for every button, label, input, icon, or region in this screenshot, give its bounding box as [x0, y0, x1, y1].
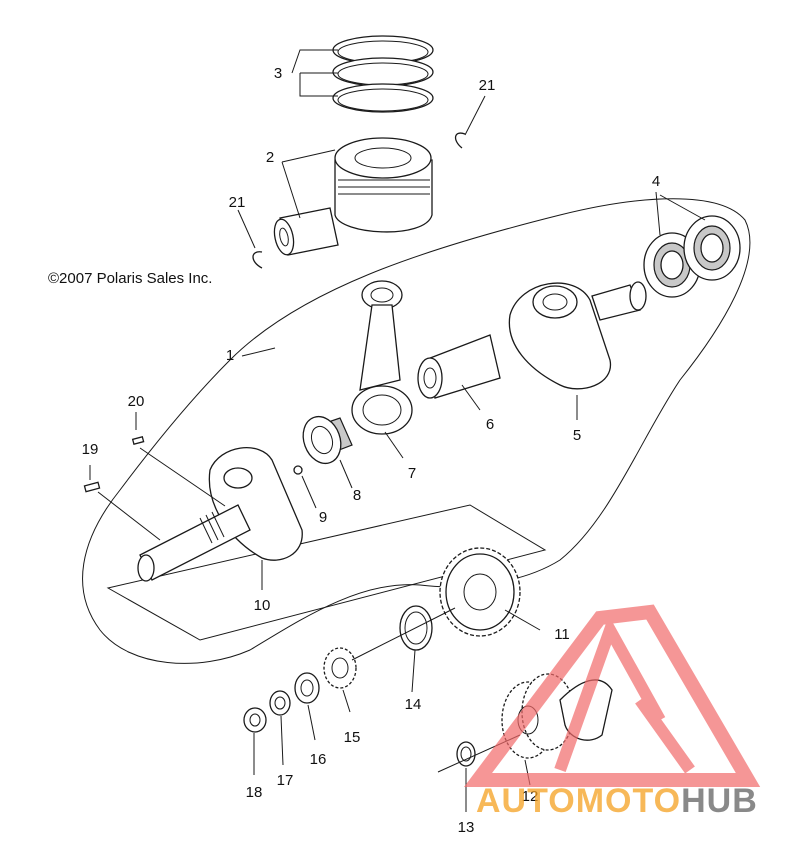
assembly-outline: [82, 198, 751, 664]
watermark-moto: MOTO: [576, 782, 681, 820]
piston-pin: [273, 207, 339, 256]
callout-16: 16: [310, 751, 327, 768]
callout-19: 19: [82, 441, 99, 458]
crankshaft-left: [137, 447, 303, 582]
callout-labels: 1 2 3 4 5 6 7 8 9 10 11 12 13 14 15 16 1…: [82, 65, 661, 836]
callout-21-lower: 21: [229, 194, 246, 211]
connecting-rod: [351, 280, 413, 435]
piston: [334, 137, 433, 233]
callout-4: 4: [652, 173, 660, 190]
lock-washer: [269, 690, 291, 716]
main-bearings: [643, 215, 741, 298]
watermark-triangle-icon: [463, 604, 761, 787]
circlip-upper: [454, 132, 466, 149]
circlip-lower: [252, 251, 263, 269]
callout-15: 15: [344, 729, 361, 746]
watermark-logo: [463, 604, 761, 787]
callout-21-upper: 21: [479, 77, 496, 94]
leader-lines: [89, 49, 706, 812]
sprocket: [323, 647, 357, 689]
callout-17: 17: [277, 772, 294, 789]
callout-20: 20: [128, 393, 145, 410]
flange-nut: [294, 672, 320, 704]
axis-line-gear: [351, 607, 456, 661]
callout-10: 10: [254, 597, 271, 614]
callout-2: 2: [266, 149, 274, 166]
callout-9: 9: [319, 509, 327, 526]
snap-ring: [456, 741, 476, 767]
callout-3: 3: [274, 65, 282, 82]
callout-1: 1: [226, 347, 234, 364]
piston-rings: [332, 35, 434, 113]
callout-6: 6: [486, 416, 494, 433]
callout-7: 7: [408, 465, 416, 482]
watermark-hub: HUB: [681, 782, 758, 820]
copyright-text: ©2007 Polaris Sales Inc.: [48, 270, 212, 287]
crankpin: [417, 334, 501, 399]
callout-12: 12: [522, 788, 539, 805]
watermark-auto: AUTO: [476, 782, 576, 820]
woodruff-key-19: [83, 481, 101, 493]
watermark-text: AUTOMOTOHUB: [476, 782, 758, 820]
callout-14: 14: [405, 696, 422, 713]
callout-8: 8: [353, 487, 361, 504]
hex-nut: [243, 707, 267, 733]
woodruff-key-20: [131, 435, 145, 445]
needle-bearing: [302, 415, 353, 465]
check-ball: [293, 465, 303, 475]
crankshaft-right: [508, 281, 647, 390]
callout-5: 5: [573, 427, 581, 444]
callout-11: 11: [554, 626, 570, 643]
gear-group-box: [106, 504, 547, 641]
drive-gear: [439, 547, 521, 637]
callout-18: 18: [246, 784, 263, 801]
callout-13: 13: [458, 819, 475, 836]
